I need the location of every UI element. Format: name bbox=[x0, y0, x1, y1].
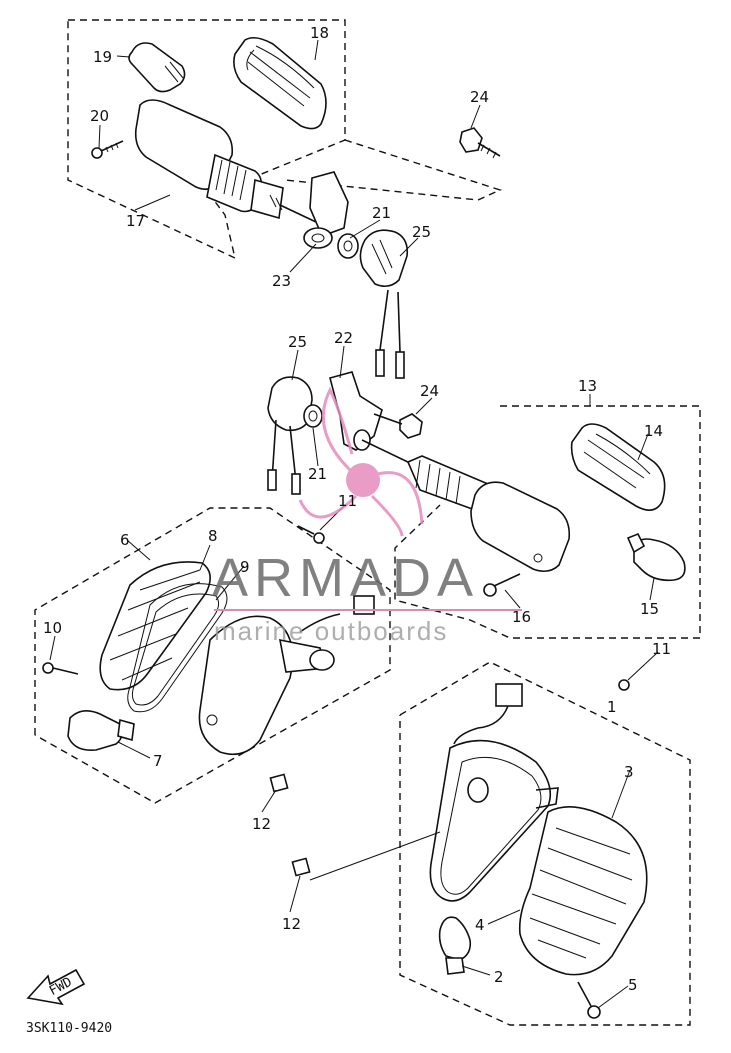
group-outline-left-6 bbox=[34, 507, 391, 804]
callout-5: 5 bbox=[628, 976, 638, 994]
housing-1-icon bbox=[429, 739, 559, 902]
gasket-9-icon bbox=[127, 583, 228, 713]
callout-24-top: 24 bbox=[470, 88, 489, 106]
callout-11-mid: 11 bbox=[338, 492, 357, 510]
bracket-23-icon bbox=[303, 171, 349, 249]
bolt-24-top-icon bbox=[459, 127, 501, 159]
callout-4: 4 bbox=[475, 916, 485, 934]
callout-18: 18 bbox=[310, 24, 329, 42]
clip-12-bottom-icon bbox=[291, 857, 311, 877]
callout-labels: 18 19 20 17 21 25 23 24 25 22 24 21 13 1… bbox=[43, 24, 671, 994]
group-outline-bottom-1 bbox=[399, 661, 691, 1026]
callout-21-mid: 21 bbox=[308, 465, 327, 483]
screw-20-icon bbox=[91, 140, 124, 159]
watermark-brand: ARMADA bbox=[212, 548, 479, 608]
group-outline-top-left bbox=[67, 19, 346, 260]
callout-12-bottom: 12 bbox=[282, 915, 301, 933]
nut-21-top-icon bbox=[337, 233, 359, 259]
callout-16: 16 bbox=[512, 608, 531, 626]
bulb-19-icon bbox=[128, 42, 186, 93]
bulb-15-icon bbox=[626, 532, 686, 582]
callout-13: 13 bbox=[578, 377, 597, 395]
callout-10: 10 bbox=[43, 619, 62, 637]
watermark-tagline: marine outboards bbox=[214, 616, 448, 646]
callout-25-top: 25 bbox=[412, 223, 431, 241]
housing-17-icon bbox=[134, 99, 317, 223]
leader-lines bbox=[49, 39, 659, 1009]
group-outline-right-13 bbox=[394, 405, 701, 639]
bracket-22-icon bbox=[329, 371, 383, 451]
bolt-24-mid-icon bbox=[373, 413, 423, 439]
callout-3: 3 bbox=[624, 763, 634, 781]
lens-8-icon bbox=[99, 561, 211, 691]
lens-3-icon bbox=[518, 806, 648, 976]
callout-22: 22 bbox=[334, 329, 353, 347]
callout-15: 15 bbox=[640, 600, 659, 618]
callout-1: 1 bbox=[607, 698, 617, 716]
clip-12-left-icon bbox=[269, 773, 289, 793]
lens-18-icon bbox=[233, 36, 327, 130]
callout-24-mid: 24 bbox=[420, 382, 439, 400]
callout-2: 2 bbox=[494, 968, 504, 986]
callout-14: 14 bbox=[644, 422, 663, 440]
fwd-arrow-icon: FWD bbox=[26, 968, 86, 1006]
screw-5-icon bbox=[577, 981, 601, 1019]
housing-6-icon bbox=[198, 595, 375, 756]
callout-11-right: 11 bbox=[652, 640, 671, 658]
bulb-2-icon bbox=[438, 916, 472, 975]
screw-11-mid-icon bbox=[297, 525, 325, 544]
housing-13-icon bbox=[361, 439, 571, 573]
callout-20: 20 bbox=[90, 107, 109, 125]
callout-21-top: 21 bbox=[372, 204, 391, 222]
callout-9: 9 bbox=[240, 558, 250, 576]
watermark-propeller-icon bbox=[298, 386, 424, 537]
callout-23: 23 bbox=[272, 272, 291, 290]
callout-19: 19 bbox=[93, 48, 112, 66]
callout-7: 7 bbox=[153, 752, 163, 770]
socket-25-top-icon bbox=[359, 229, 409, 379]
socket-25-mid-icon bbox=[267, 376, 313, 495]
group-outline-top-leader bbox=[284, 139, 502, 201]
callout-12-left: 12 bbox=[252, 815, 271, 833]
screw-10-icon bbox=[42, 662, 79, 675]
bulb-7-icon bbox=[67, 710, 135, 752]
screw-16-icon bbox=[483, 573, 521, 597]
part-code: 3SK110-9420 bbox=[26, 1021, 112, 1036]
callout-17: 17 bbox=[126, 212, 145, 230]
callout-25-mid: 25 bbox=[288, 333, 307, 351]
screw-11-right-icon bbox=[618, 679, 630, 691]
watermark-logo: ARMADA marine outboards bbox=[212, 386, 522, 646]
nut-21-mid-icon bbox=[303, 404, 323, 428]
callout-8: 8 bbox=[208, 527, 218, 545]
callout-6: 6 bbox=[120, 531, 130, 549]
connector-icon bbox=[453, 683, 523, 745]
lens-14-icon bbox=[570, 423, 666, 511]
